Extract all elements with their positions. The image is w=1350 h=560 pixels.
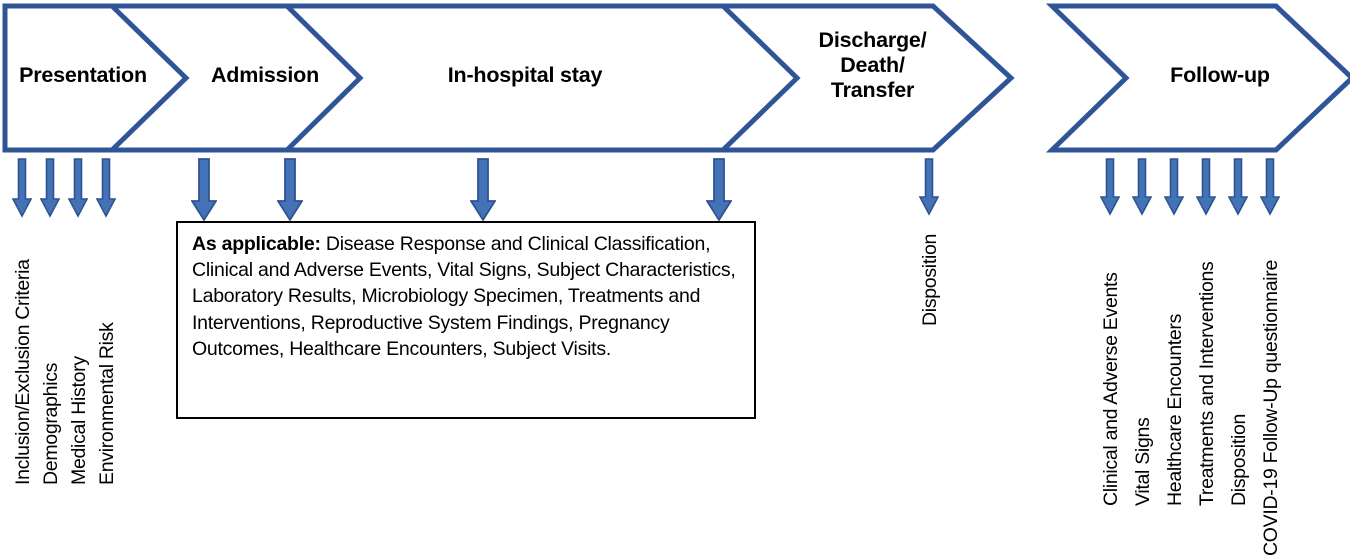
as-applicable-text: As applicable: Disease Response and Clin… xyxy=(192,231,744,362)
down-arrow-covid19-followup-questionnaire xyxy=(1260,158,1280,216)
process-banner xyxy=(2,3,1350,153)
down-arrow-vital-signs xyxy=(1132,158,1152,216)
chevron-divider-admission-inhospital xyxy=(285,4,364,152)
down-arrow-medical-history xyxy=(68,158,88,218)
vlabel-disposition-discharge: Disposition xyxy=(919,233,941,326)
down-arrow-inhospital-3 xyxy=(470,158,496,222)
vlabel-demographics: Demographics xyxy=(40,362,62,485)
down-arrow-disposition-followup xyxy=(1228,158,1248,216)
as-applicable-box: As applicable: Disease Response and Clin… xyxy=(176,221,756,419)
down-arrow-inhospital-4 xyxy=(706,158,732,222)
down-arrow-environmental-risk xyxy=(96,158,116,218)
down-arrow-inhospital-1 xyxy=(191,158,217,222)
down-arrow-demographics xyxy=(40,158,60,218)
vlabel-treatments-and-interventions: Treatments and Interventions xyxy=(1196,261,1218,506)
stage-label-presentation: Presentation xyxy=(19,63,147,87)
as-applicable-body: Disease Response and Clinical Classifica… xyxy=(192,233,736,360)
vlabel-medical-history: Medical History xyxy=(68,356,90,485)
down-arrow-treatments-and-interventions xyxy=(1196,158,1216,216)
vlabel-vital-signs: Vital Signs xyxy=(1132,417,1154,506)
down-arrow-healthcare-encounters xyxy=(1164,158,1184,216)
vlabel-inclusion-exclusion-criteria: Inclusion/Exclusion Criteria xyxy=(12,259,34,485)
as-applicable-heading: As applicable: xyxy=(192,233,321,255)
chevron-divider-presentation-admission xyxy=(110,4,190,152)
vlabel-environmental-risk: Environmental Risk xyxy=(96,322,118,485)
stage-label-discharge: Discharge/ Death/ Transfer xyxy=(818,28,927,102)
stage-label-admission: Admission xyxy=(210,63,320,87)
vlabel-disposition-followup: Disposition xyxy=(1228,413,1250,506)
vlabel-covid19-followup-questionnaire: COVID-19 Follow-Up questionnaire xyxy=(1260,259,1282,556)
stage-label-inhospital: In-hospital stay xyxy=(447,63,603,87)
vlabel-healthcare-encounters: Healthcare Encounters xyxy=(1164,313,1186,506)
vlabel-clinical-and-adverse-events: Clinical and Adverse Events xyxy=(1100,272,1122,506)
down-arrow-disposition-discharge xyxy=(919,158,939,216)
down-arrow-inhospital-2 xyxy=(277,158,303,222)
banner-followup-outline xyxy=(1045,3,1350,153)
chevron-divider-inhospital-discharge xyxy=(721,4,801,152)
down-arrow-inclusion-exclusion-criteria xyxy=(12,158,32,218)
stage-label-followup: Follow-up xyxy=(1170,63,1270,87)
down-arrow-clinical-and-adverse-events xyxy=(1100,158,1120,216)
